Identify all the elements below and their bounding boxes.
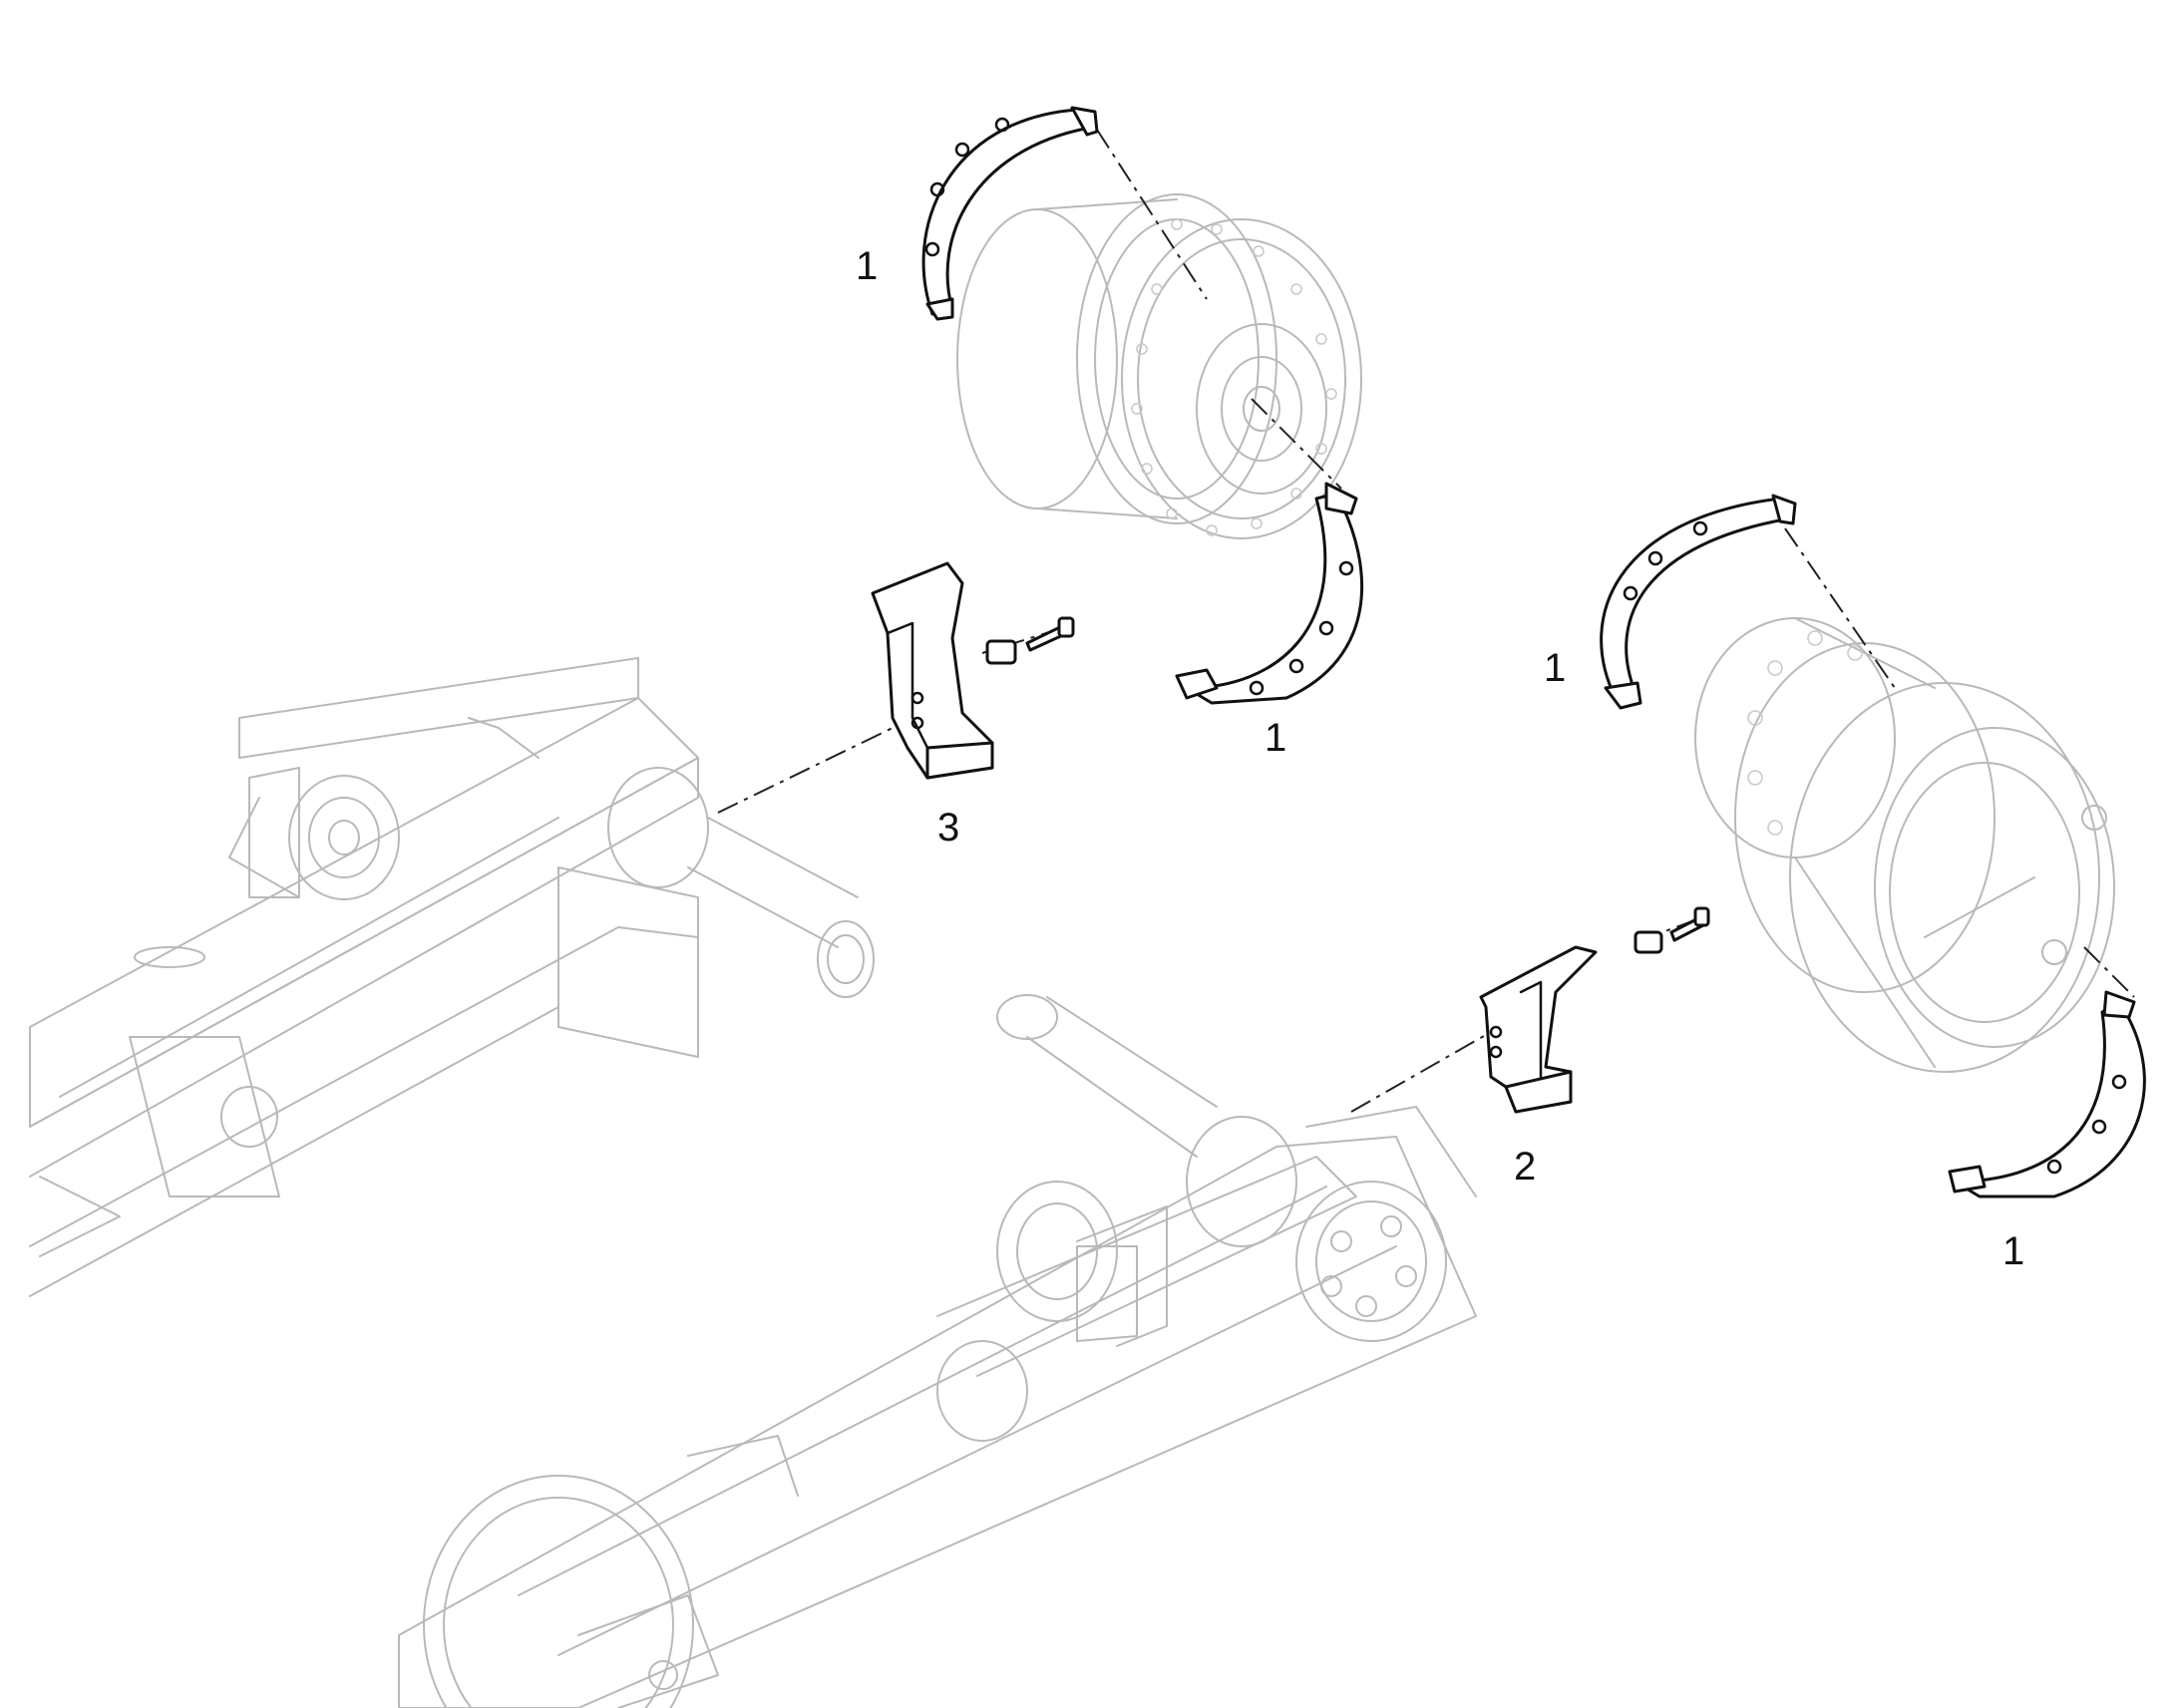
right-track-frame xyxy=(398,994,1477,1708)
mounting-bracket-right xyxy=(1479,945,1598,1114)
callout-ring-top-lower: 1 xyxy=(1265,716,1287,760)
bolt-left xyxy=(1025,616,1075,652)
callout-bracket-right: 2 xyxy=(1514,1145,1537,1189)
guard-ring-segment-right-upper xyxy=(1600,494,1797,710)
right-final-drive xyxy=(1694,617,2115,1073)
alignment-lines xyxy=(717,129,2135,1113)
spacer-bushing-left xyxy=(985,639,1017,665)
guard-ring-segment-upper-left xyxy=(921,106,1099,321)
spacer-bushing-right xyxy=(1634,930,1663,954)
left-track-frame xyxy=(29,657,875,1297)
callout-bracket-left: 3 xyxy=(937,806,960,850)
mounting-bracket-left xyxy=(871,561,994,780)
callout-ring-right-lower: 1 xyxy=(2002,1229,2025,1273)
callout-ring-right-upper: 1 xyxy=(1544,646,1567,690)
guard-ring-segment-right-lower xyxy=(1948,990,2146,1198)
upper-final-drive xyxy=(956,193,1362,539)
callout-ring-top-left: 1 xyxy=(856,244,879,288)
bolt-right xyxy=(1669,906,1710,942)
guard-ring-segment-upper-lower xyxy=(1175,482,1364,705)
